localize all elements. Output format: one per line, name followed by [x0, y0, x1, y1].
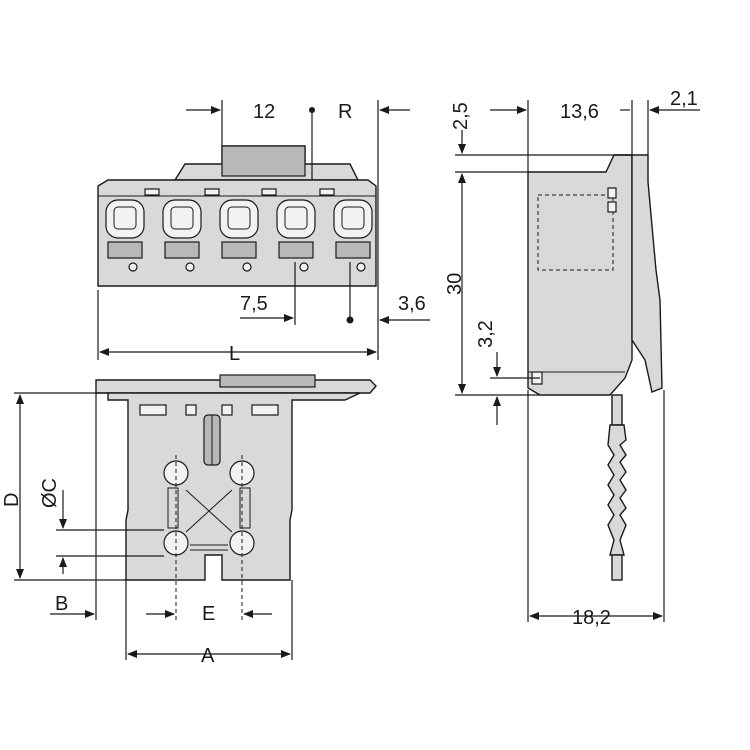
dim-label-b: B	[55, 593, 68, 615]
dim-label-12: 12	[253, 101, 275, 123]
dim-label-r: R	[338, 101, 352, 123]
pole-4	[276, 199, 316, 272]
dim-label-18-2: 18,2	[572, 607, 611, 629]
dim-label-e: E	[202, 603, 215, 625]
dim-label-3-6: 3,6	[398, 293, 426, 315]
dim-label-d: D	[1, 493, 23, 507]
dim-label-2-5: 2,5	[450, 102, 472, 130]
pole-1	[105, 199, 145, 272]
dim-label-3-2: 3,2	[475, 320, 497, 348]
bottom-view: D ØC B E A	[1, 374, 377, 667]
dim-label-l: L	[229, 343, 240, 365]
dim-label-a: A	[201, 645, 215, 667]
dim-label-7-5: 7,5	[240, 293, 268, 315]
dim-label-30: 30	[444, 273, 466, 295]
pole-3	[219, 199, 259, 272]
front-view: 12 R 7,5 3,6 L	[97, 100, 430, 365]
pole-5	[333, 199, 373, 272]
pole-2	[162, 199, 202, 272]
side-view: 2,5 13,6 2,1 30 3,2 18,2	[444, 88, 700, 629]
dim-label-c: ØC	[39, 478, 61, 508]
dim-label-2-1: 2,1	[670, 88, 698, 110]
dim-label-13-6: 13,6	[560, 101, 599, 123]
